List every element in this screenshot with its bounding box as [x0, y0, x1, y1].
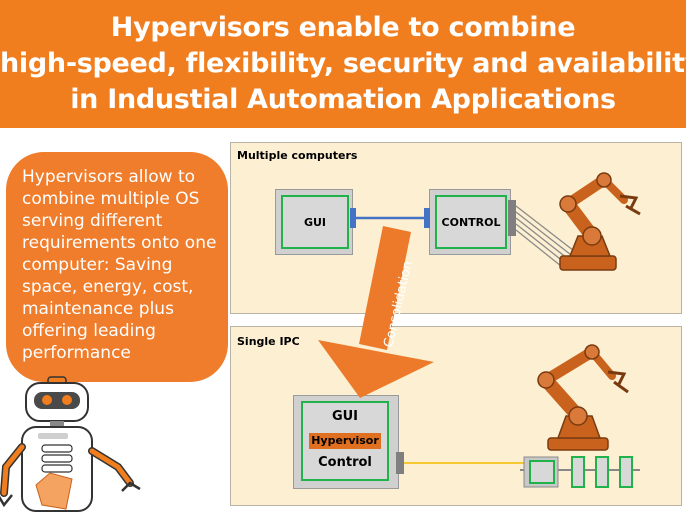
header-banner: Hypervisors enable to combine high-speed… — [0, 0, 686, 128]
robot-mascot-icon — [0, 376, 141, 512]
ipc-io-connector — [396, 452, 404, 474]
info-bubble: Hypervisors allow to combine multiple OS… — [6, 152, 228, 382]
bubble-text: Hypervisors allow to combine multiple OS… — [22, 167, 217, 363]
multiple-computers-panel: Multiple computers GUI CONTROL — [230, 142, 682, 314]
control-port-icon — [424, 208, 430, 228]
hypervisor-label: Hypervisor — [311, 434, 379, 447]
io-modules-icon — [520, 456, 640, 488]
gui-port-icon — [350, 208, 356, 228]
header-line-3: in Industial Automation Applications — [70, 84, 616, 115]
gui-label: GUI — [303, 215, 327, 229]
control-io-connector — [508, 200, 516, 236]
ipc-screen: GUI Hypervisor Control — [301, 401, 389, 481]
single-ipc-title: Single IPC — [237, 335, 300, 348]
header-line-1: Hypervisors enable to combine — [110, 12, 576, 43]
robot-arm-bottom-icon — [537, 344, 629, 451]
ipc-gui-label: GUI — [331, 409, 359, 424]
header-line-2: high-speed, flexibility, security and av… — [0, 48, 686, 79]
consolidation-arrow-icon — [318, 226, 434, 398]
ipc-control-label: Control — [318, 455, 372, 470]
control-label: CONTROL — [441, 215, 501, 229]
hypervisor-bar: Hypervisor — [309, 433, 381, 449]
robot-arm-top-icon — [559, 172, 641, 271]
gui-screen: GUI — [281, 195, 349, 249]
multiple-computers-title: Multiple computers — [237, 149, 358, 162]
control-screen: CONTROL — [435, 195, 507, 249]
